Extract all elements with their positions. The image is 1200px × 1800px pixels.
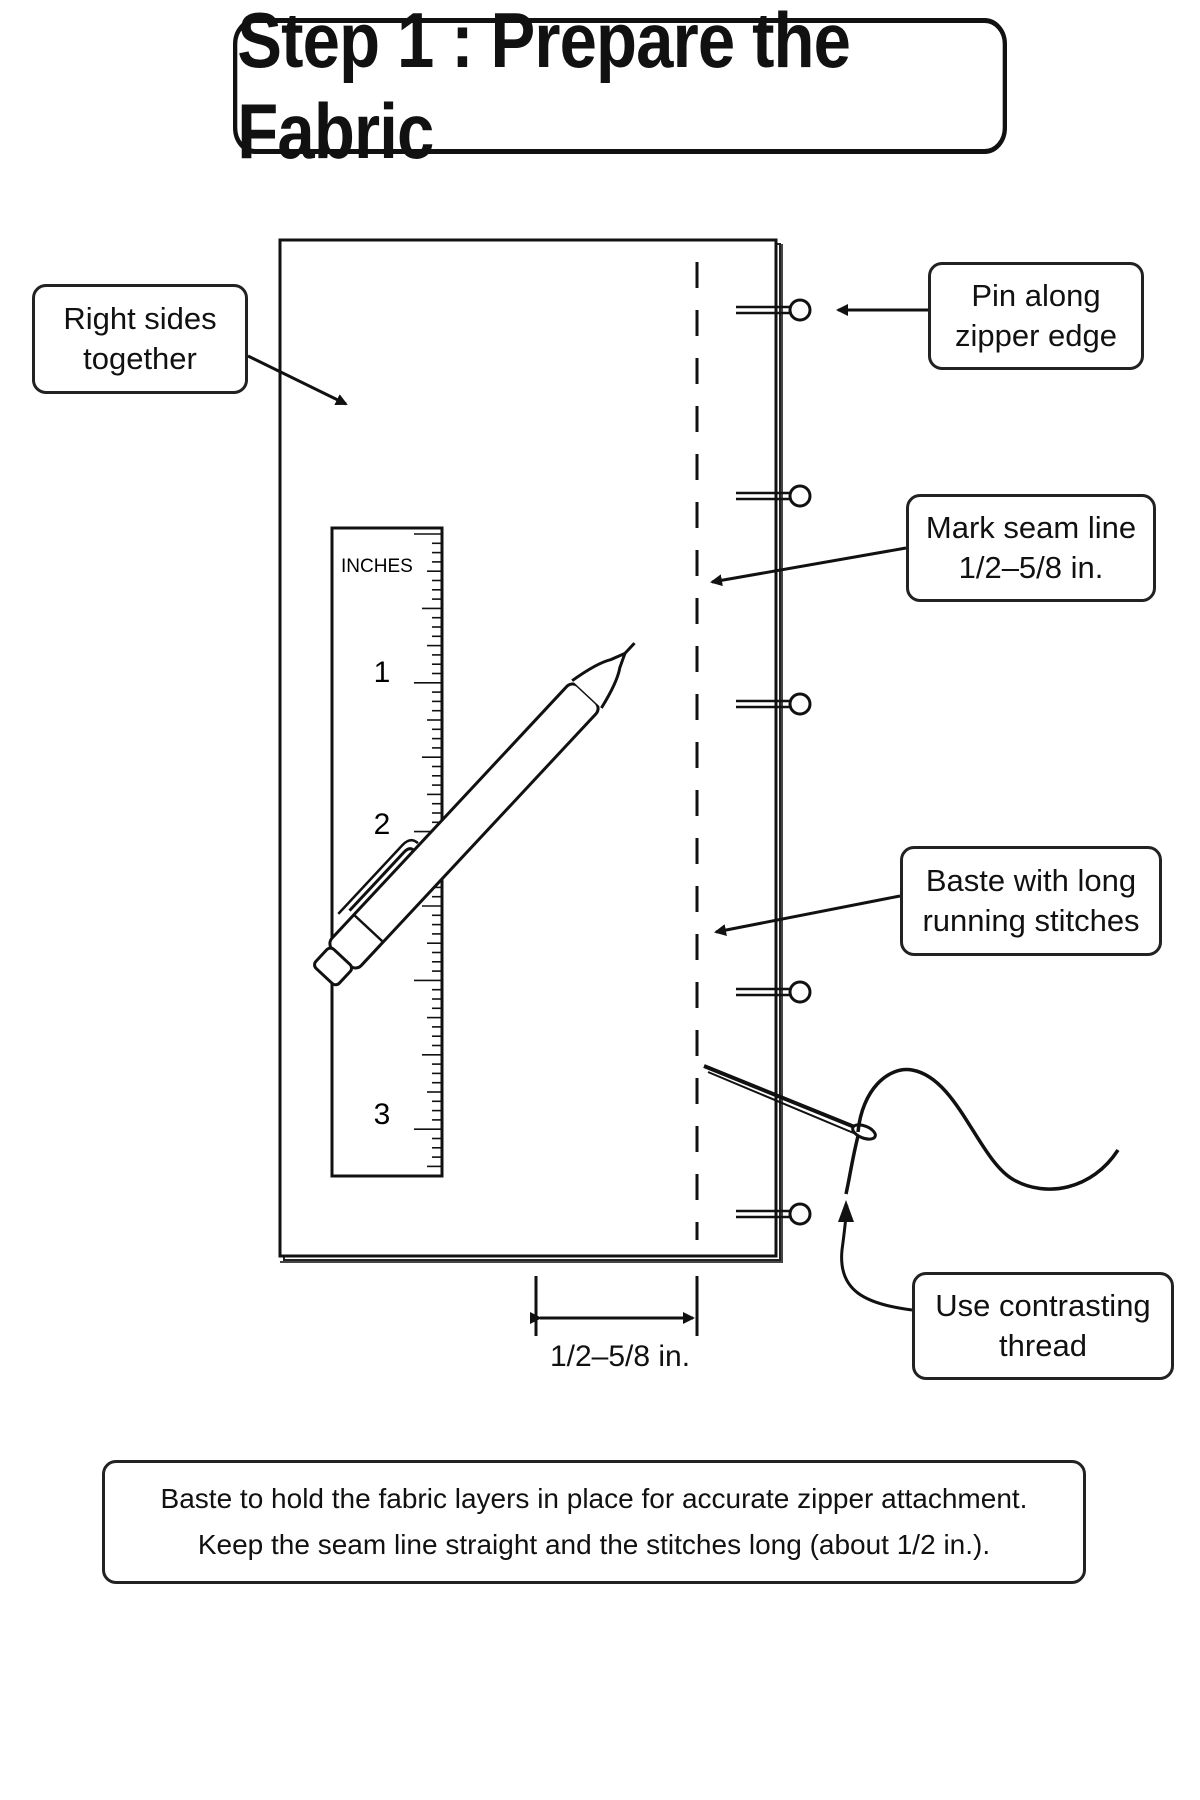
callout-thread-line1: Use contrasting	[935, 1288, 1151, 1323]
arrow-right-sides	[247, 354, 348, 406]
callout-pin-line1: Pin along	[971, 278, 1101, 313]
thread-line	[856, 1067, 1120, 1191]
callout-baste-line2: running stitches	[922, 903, 1140, 938]
seam-allowance-label: 1/2–5/8 in.	[549, 1340, 691, 1373]
callout-mark-line1: Mark seam line	[925, 510, 1137, 545]
callout-baste: Baste with long running stitches	[900, 846, 1162, 956]
callout-pin: Pin along zipper edge	[928, 262, 1144, 370]
callout-thread: Use contrasting thread	[912, 1272, 1174, 1380]
pin-icon	[736, 1202, 812, 1226]
seam-allowance-dimension	[530, 1276, 699, 1336]
callout-mark-seam: Mark seam line 1/2–5/8 in.	[906, 494, 1156, 602]
callout-right-sides-line1: Right sides	[63, 301, 217, 336]
callout-right-sides-line2: together	[83, 341, 197, 376]
pins-group	[736, 298, 812, 1226]
note-line-2: Keep the seam line straight and the stit…	[197, 1529, 991, 1560]
callout-baste-line1: Baste with long	[925, 863, 1137, 898]
instruction-note: Baste to hold the fabric layers in place…	[102, 1460, 1086, 1584]
ruler-number-3: 3	[374, 1098, 391, 1131]
needle-icon	[703, 1064, 877, 1141]
ruler-number-2: 2	[374, 808, 391, 841]
pin-icon	[736, 484, 812, 508]
pin-icon	[736, 298, 812, 322]
pin-icon	[736, 692, 812, 716]
pencil-icon	[313, 642, 636, 987]
callout-mark-line2: 1/2–5/8 in.	[958, 550, 1104, 585]
ruler-unit-label: INCHES	[341, 556, 413, 577]
callout-pin-line2: zipper edge	[954, 318, 1117, 353]
pin-icon	[736, 980, 812, 1004]
note-line-1: Baste to hold the fabric layers in place…	[160, 1483, 1028, 1514]
callout-thread-line2: thread	[999, 1328, 1087, 1363]
arrow-thread-head	[838, 1200, 854, 1222]
thread-tail	[844, 1135, 860, 1195]
page-title: Step 1 : Prepare the Fabric	[233, 0, 1007, 175]
callout-right-sides: Right sides together	[32, 284, 248, 394]
arrow-mark	[710, 546, 907, 587]
ruler-number-1: 1	[374, 656, 391, 689]
arrow-baste	[714, 894, 901, 936]
